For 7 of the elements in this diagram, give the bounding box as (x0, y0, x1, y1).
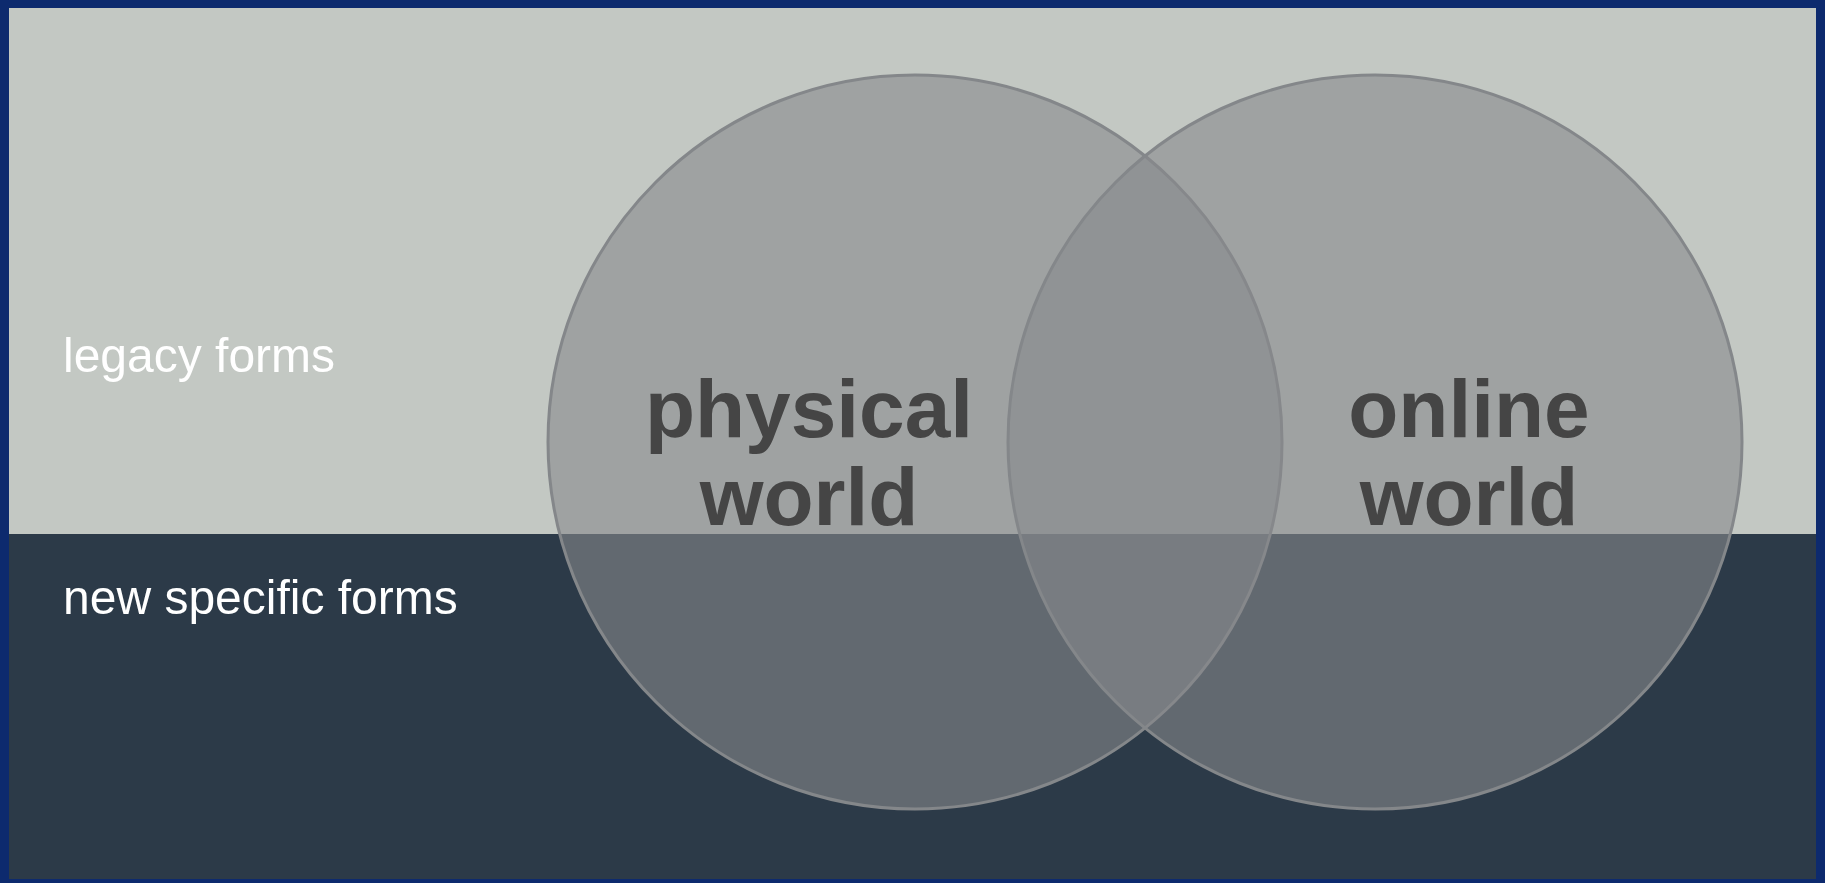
circle-label: online world (1347, 365, 1591, 541)
band-background (9, 534, 1816, 879)
band-background (9, 8, 1816, 534)
circle-label: physical world (643, 365, 975, 541)
venn-circle (1006, 73, 1744, 811)
band-label: new specific forms (63, 570, 458, 625)
band-label: legacy forms (63, 328, 336, 383)
